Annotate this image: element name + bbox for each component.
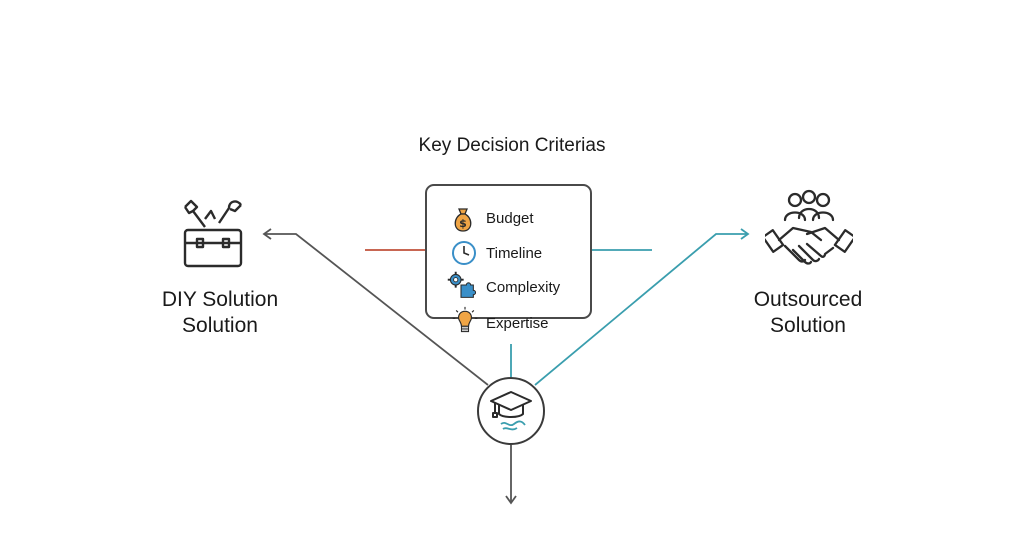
money-bag-icon: $ <box>454 208 472 232</box>
svg-text:$: $ <box>459 217 467 230</box>
diy-label: DIY Solution Solution <box>140 287 300 339</box>
toolbox-icon <box>183 199 243 268</box>
criteria-budget: Budget <box>486 210 534 227</box>
outsourced-label: Outsourced Solution <box>728 287 888 339</box>
line-to-diy <box>262 228 489 386</box>
outsourced-label-line2: Solution <box>770 314 846 337</box>
line-to-outsourced <box>534 228 750 386</box>
graduation-cap-icon <box>490 391 532 431</box>
diy-label-line1: DIY Solution <box>161 288 279 311</box>
decision-hub <box>477 377 545 445</box>
lightbulb-icon <box>452 306 478 333</box>
criteria-timeline: Timeline <box>486 245 543 262</box>
team-handshake-icon <box>765 189 853 265</box>
diy-label-line2: Solution <box>182 314 258 337</box>
gears-puzzle-icon <box>447 271 476 298</box>
outsourced-label-line1: Outsourced <box>753 288 863 311</box>
clock-icon <box>452 241 476 265</box>
criteria-complexity: Complexity <box>486 279 561 296</box>
diagram-title: Key Decision Criterias <box>418 135 606 156</box>
criteria-expertise: Expertise <box>486 315 549 332</box>
